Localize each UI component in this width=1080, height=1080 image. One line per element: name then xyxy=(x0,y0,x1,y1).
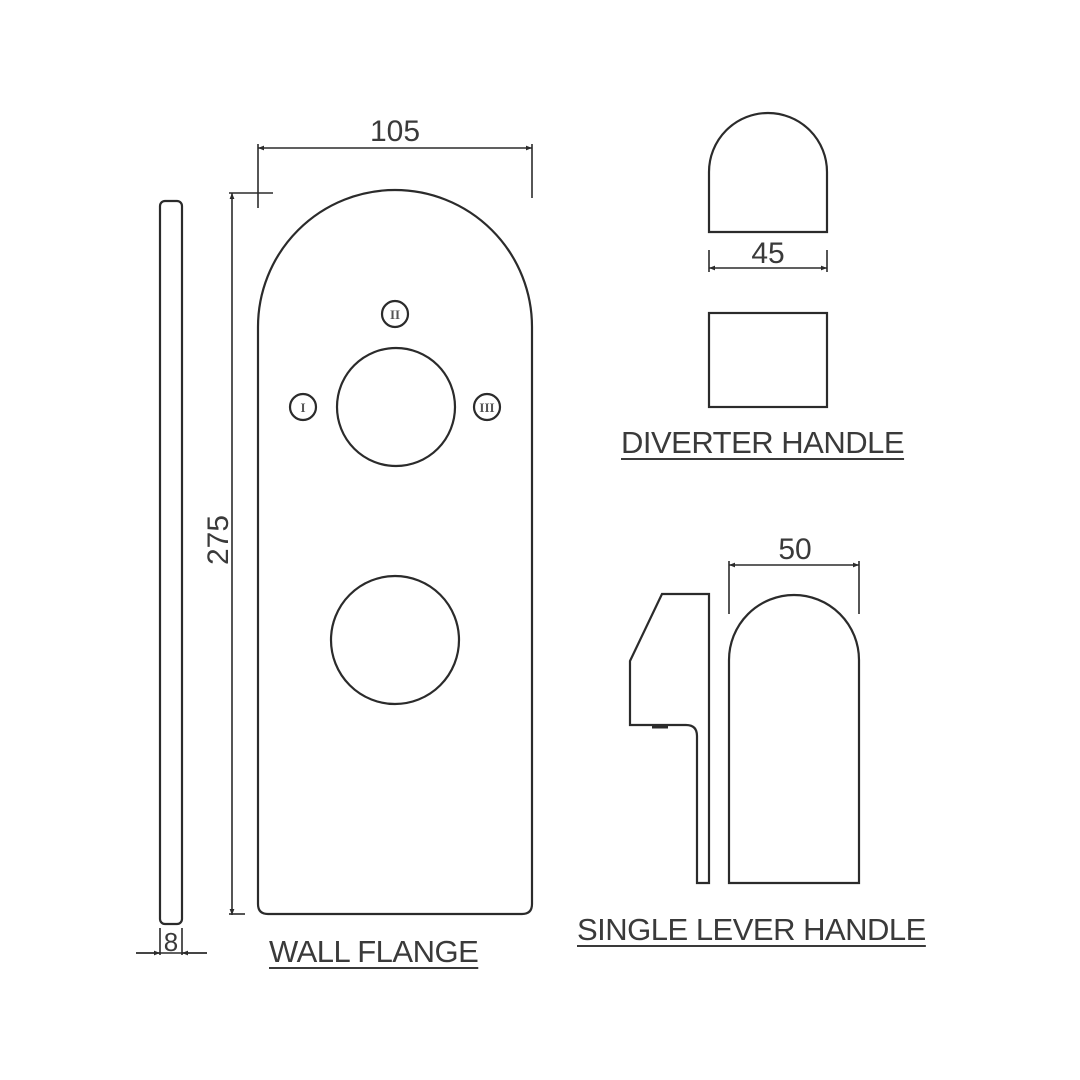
diverter-width-dimension: 45 xyxy=(708,237,828,272)
lever-handle-front xyxy=(727,593,861,885)
thickness-dimension: 8 xyxy=(136,927,207,957)
lever-width-text: 50 xyxy=(778,533,811,566)
diverter-width-text: 45 xyxy=(751,237,784,270)
position-marker-2 xyxy=(380,299,410,329)
lever-width-dimension: 50 xyxy=(728,533,860,614)
wall-flange-side-profile xyxy=(158,199,184,926)
mixer-hole xyxy=(329,574,461,706)
height-dimension: 275 xyxy=(202,192,273,915)
diverter-hole xyxy=(335,346,457,468)
width-dim-text: 105 xyxy=(370,115,420,148)
position-marker-1 xyxy=(288,392,318,422)
wall-flange-title: WALL FLANGE xyxy=(269,934,479,969)
diverter-handle-side xyxy=(707,311,829,409)
thickness-dim-text: 8 xyxy=(164,927,178,957)
lever-handle-side xyxy=(628,592,711,885)
single-lever-handle-title: SINGLE LEVER HANDLE xyxy=(577,912,926,947)
height-dim-text: 275 xyxy=(202,515,235,565)
diverter-handle-top xyxy=(707,111,829,234)
position-marker-3 xyxy=(472,392,502,422)
wall-flange-front: I II III xyxy=(256,188,534,916)
position-label-3: III xyxy=(479,400,494,415)
diverter-handle-title: DIVERTER HANDLE xyxy=(621,425,905,460)
position-label-1: I xyxy=(300,400,305,415)
position-label-2: II xyxy=(390,307,400,322)
width-dimension: 105 xyxy=(257,115,533,208)
